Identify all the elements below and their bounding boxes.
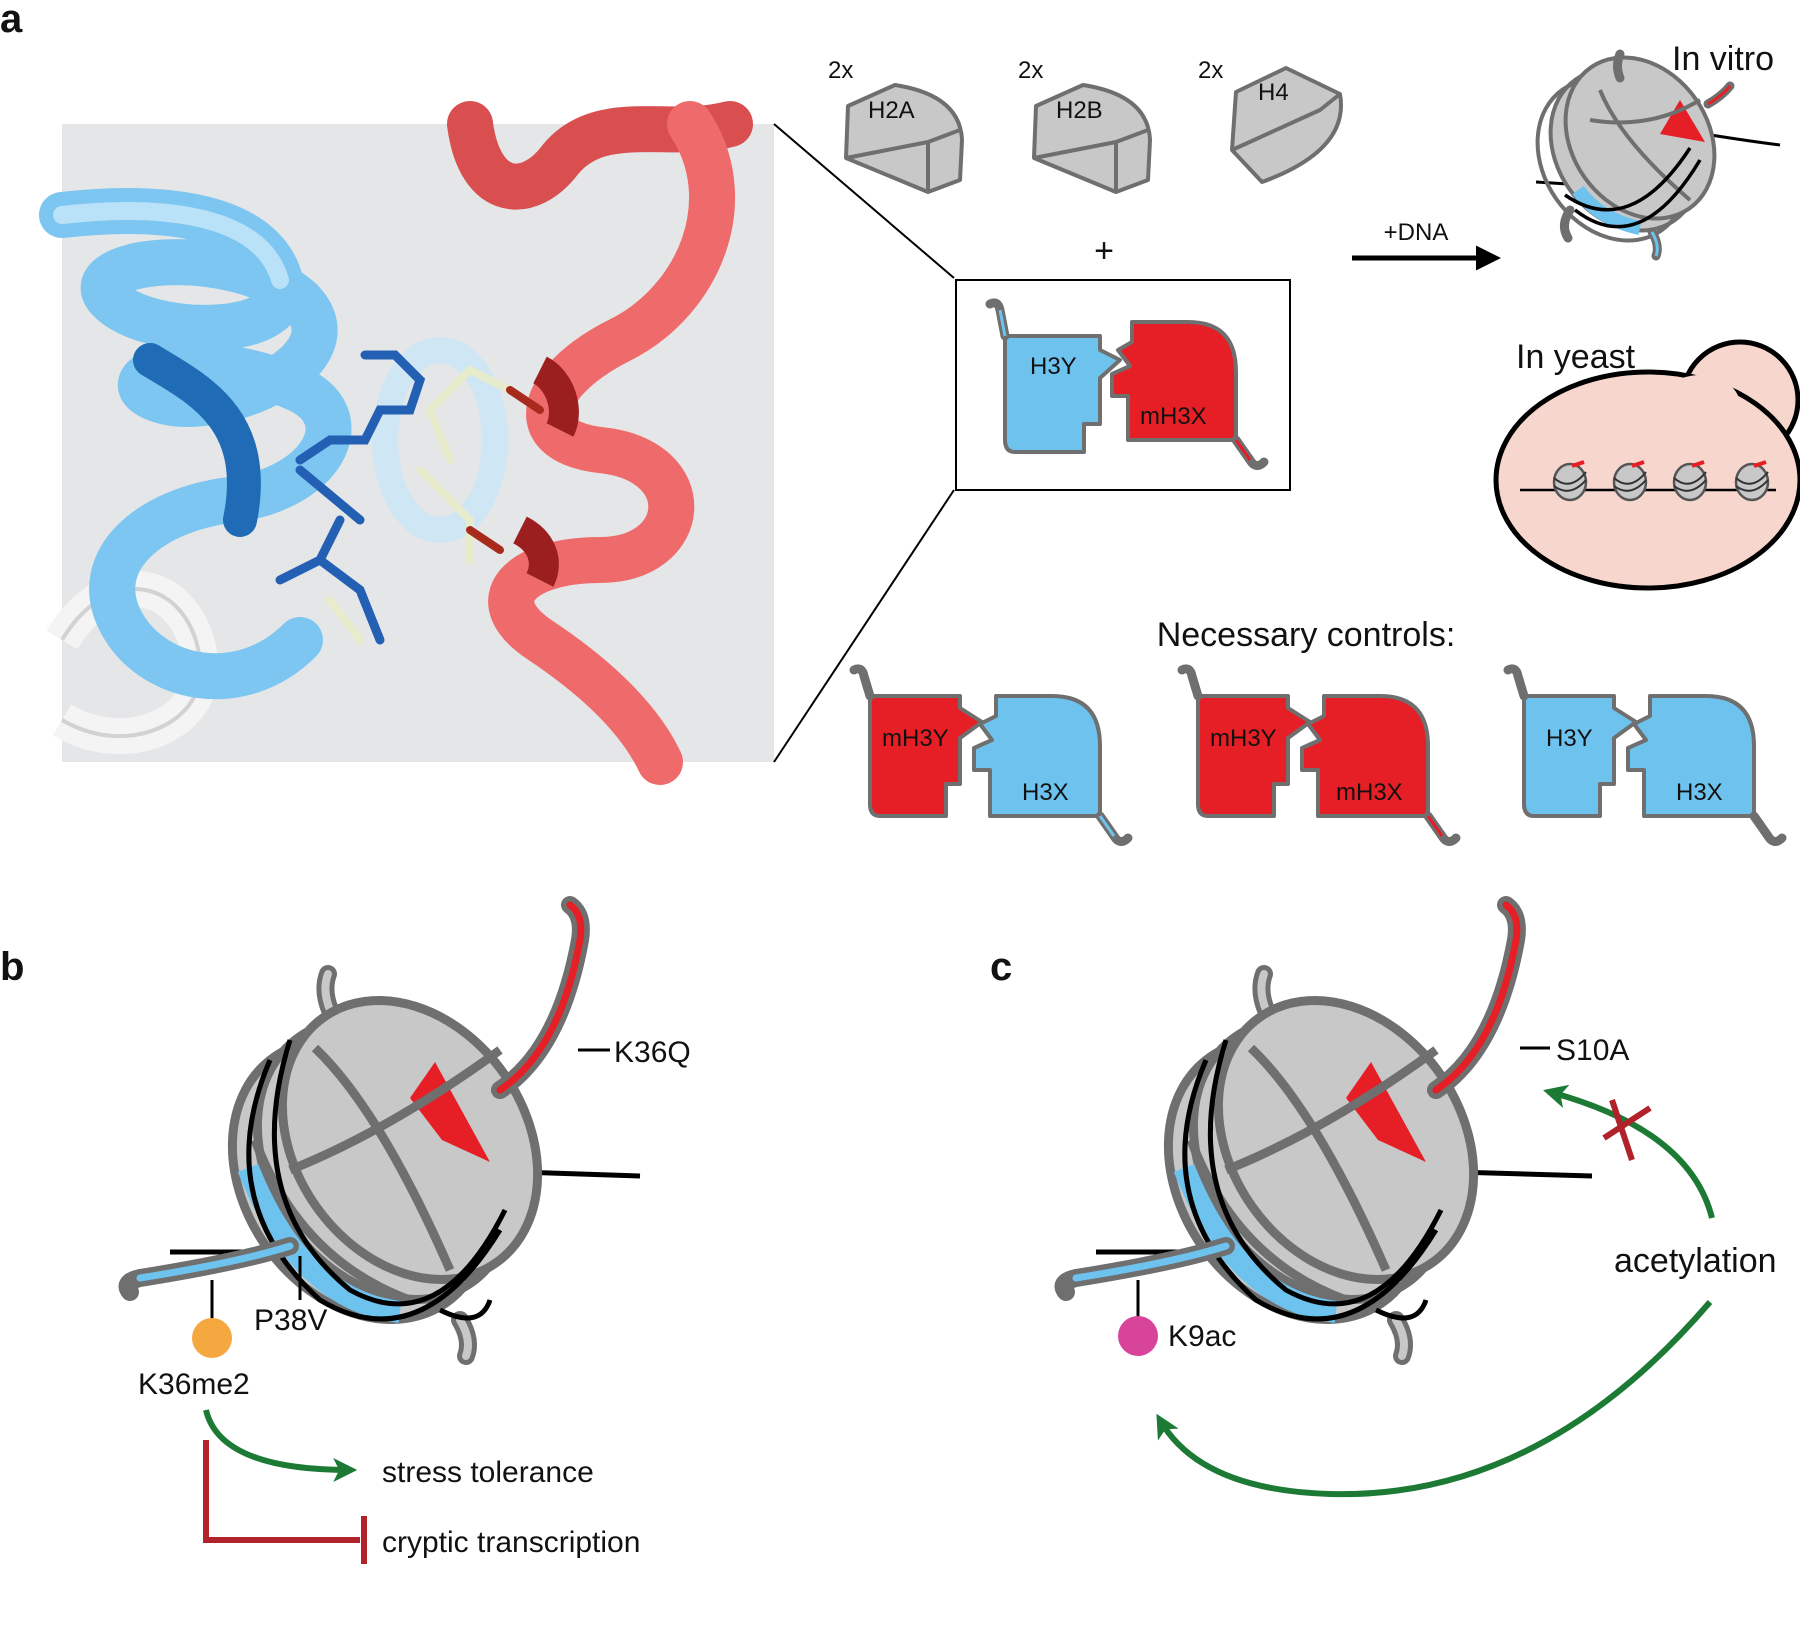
nucleosome-c [1054, 896, 1593, 1365]
panel-letter-a: a [0, 0, 23, 41]
in-vitro-label: In vitro [1672, 40, 1774, 78]
mutation-p38v: P38V [254, 1304, 327, 1337]
k36me2-mark-dot [192, 1318, 232, 1358]
control-pair-1: mH3Y H3X [849, 664, 1133, 846]
control-right-label: H3X [1022, 779, 1069, 806]
control-right-label: mH3X [1336, 779, 1403, 806]
histone-h2b: 2x H2B [1018, 57, 1152, 194]
pair-box [955, 279, 1291, 491]
histone-label: H2A [868, 97, 915, 124]
outcome-stress-tolerance: stress tolerance [382, 1456, 594, 1489]
blocked-arrow [1543, 1084, 1715, 1219]
mark-k36me2: K36me2 [138, 1368, 250, 1401]
controls-title: Necessary controls: [1157, 616, 1456, 654]
control-left-label: H3Y [1546, 725, 1593, 752]
histone-label: H2B [1056, 97, 1103, 124]
in-vitro-nucleosome [1535, 49, 1781, 261]
histone-h4: 2x H4 [1198, 57, 1343, 184]
control-pair-2: mH3Y mH3X [1177, 664, 1461, 846]
histone-h2a: 2x H2A [828, 57, 964, 194]
outcome-cryptic-transcription: cryptic transcription [382, 1526, 640, 1559]
mark-k9ac: K9ac [1168, 1320, 1236, 1353]
control-pair-3: H3Y H3X [1503, 664, 1787, 846]
acetylation-arrow [1156, 1300, 1713, 1498]
panel-letter-b: b [0, 945, 24, 989]
promote-arrow [203, 1409, 358, 1482]
pair-left-label: H3Y [1030, 353, 1077, 380]
histone-count: 2x [1018, 57, 1043, 84]
mutation-k36q: K36Q [614, 1036, 691, 1069]
histone-count: 2x [828, 57, 853, 84]
k9ac-mark-dot [1118, 1316, 1158, 1356]
zoom-line-top [773, 123, 955, 279]
mutation-s10a: S10A [1556, 1034, 1629, 1067]
process-acetylation: acetylation [1614, 1242, 1777, 1280]
zoom-line-bottom [773, 489, 955, 763]
histone-count: 2x [1198, 57, 1223, 84]
plus-sign: + [1094, 232, 1114, 270]
panel-letter-c: c [990, 945, 1012, 989]
control-left-label: mH3Y [882, 725, 949, 752]
repress-line [203, 1440, 360, 1543]
pair-right-label: mH3X [1140, 403, 1207, 430]
in-yeast-label: In yeast [1516, 338, 1636, 376]
h3-pair: H3Y mH3X [985, 298, 1269, 470]
yeast-cell [1493, 339, 1800, 591]
block-cross [1602, 1099, 1652, 1161]
histone-label: H4 [1258, 79, 1289, 106]
dna-arrow-label: +DNA [1384, 219, 1449, 246]
nucleosome-b [118, 896, 641, 1365]
structure-image [39, 101, 774, 785]
control-left-label: mH3Y [1210, 725, 1277, 752]
control-right-label: H3X [1676, 779, 1723, 806]
